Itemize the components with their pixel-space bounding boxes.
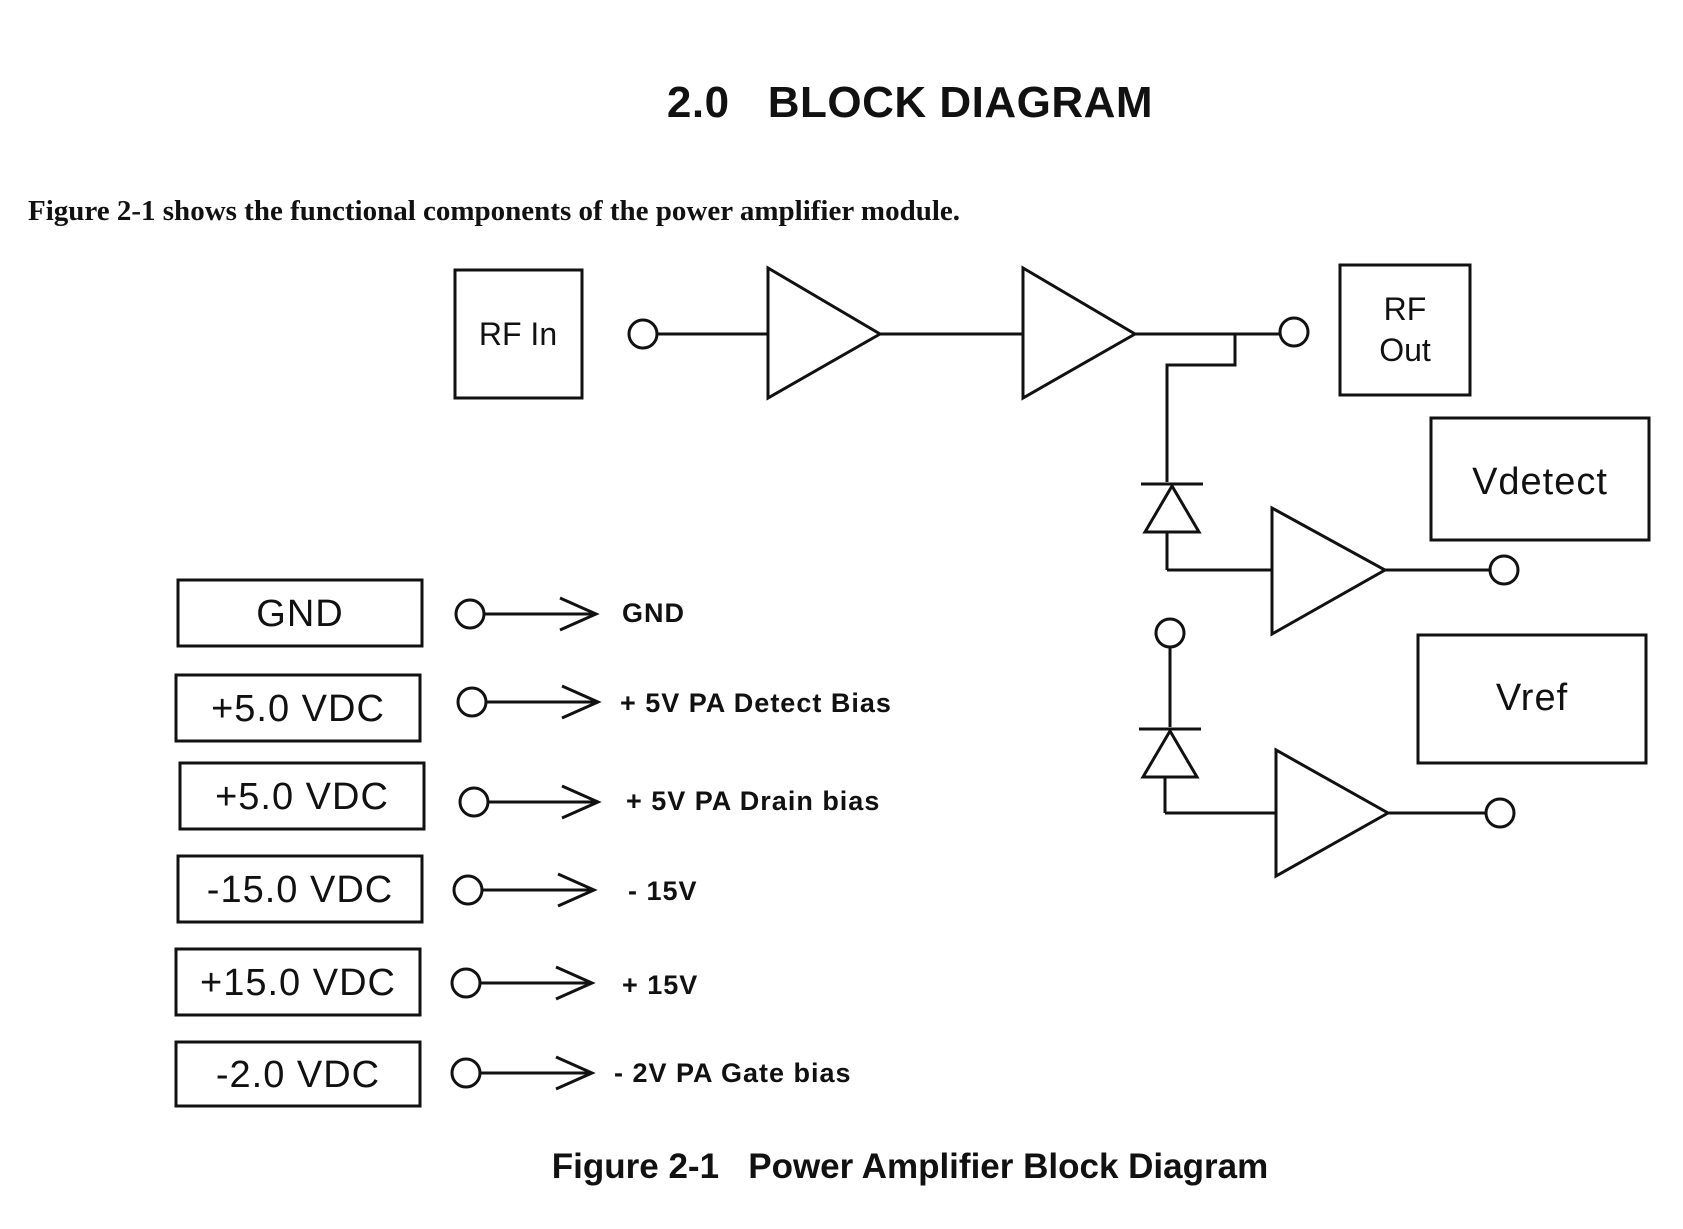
supply-terminal-icon xyxy=(450,1057,482,1089)
vdetect-block: Vdetect xyxy=(1429,416,1651,542)
rf-out-terminal-icon xyxy=(1278,316,1310,348)
vref-box xyxy=(1416,633,1648,765)
intro-paragraph: Figure 2-1 shows the functional componen… xyxy=(28,195,961,227)
supply-box-label: -2.0 VDC xyxy=(216,1054,380,1096)
reference-diode-icon xyxy=(1139,727,1201,813)
supply-terminal-icon xyxy=(452,874,484,906)
rf-in-terminal-icon xyxy=(627,318,659,350)
supply-box xyxy=(174,947,422,1017)
supply-row-minus15v: -15.0 VDC - 15V xyxy=(176,854,698,924)
arrow-right-icon xyxy=(561,684,602,720)
arrow-right-icon xyxy=(559,596,600,632)
supply-row-5v-detect: +5.0 VDC + 5V PA Detect Bias xyxy=(174,673,892,743)
supply-terminal-icon xyxy=(456,686,488,718)
supply-box xyxy=(176,578,424,648)
vdetect-label: Vdetect xyxy=(1472,461,1608,503)
vref-amplifier-icon xyxy=(1274,747,1392,879)
figure-caption: Figure 2-1 Power Amplifier Block Diagram xyxy=(551,1147,1269,1186)
rf-in-label: RF In xyxy=(479,316,557,352)
vref-label: Vref xyxy=(1496,677,1568,719)
supply-box xyxy=(174,673,422,743)
supply-box-label: +15.0 VDC xyxy=(200,962,396,1004)
amplifier-stage-2-icon xyxy=(1021,265,1138,401)
supply-row-plus15v: +15.0 VDC + 15V xyxy=(174,947,698,1017)
supply-signal-label: + 5V PA Detect Bias xyxy=(620,688,892,718)
supply-box-label: +5.0 VDC xyxy=(215,776,389,818)
supply-box-label: GND xyxy=(256,593,343,635)
supply-box xyxy=(176,854,424,924)
rf-out-label-line1: RF xyxy=(1384,291,1427,327)
amplifier-stage-1-icon xyxy=(766,265,883,401)
supply-signal-label: GND xyxy=(622,598,685,628)
supply-row-5v-drain: +5.0 VDC + 5V PA Drain bias xyxy=(178,761,880,831)
arrow-right-icon xyxy=(557,872,598,908)
supply-box-label: +5.0 VDC xyxy=(211,688,385,730)
coupler-tap-wire xyxy=(1165,334,1237,482)
arrow-right-icon xyxy=(555,965,596,1001)
rf-out-box xyxy=(1338,263,1472,397)
section-heading: 2.0 BLOCK DIAGRAM xyxy=(666,78,1154,127)
supply-row-gnd: GND GND xyxy=(176,578,685,648)
vref-bias-terminal-icon xyxy=(1154,617,1186,649)
rf-in-box xyxy=(453,268,584,400)
vref-block: Vref xyxy=(1416,633,1648,765)
supply-terminal-icon xyxy=(454,598,486,630)
vdetect-amplifier-icon xyxy=(1270,505,1389,637)
vdetect-terminal-icon xyxy=(1488,554,1520,586)
arrow-right-icon xyxy=(555,1055,596,1091)
vref-terminal-icon xyxy=(1484,797,1516,829)
supply-signal-label: + 5V PA Drain bias xyxy=(626,786,880,816)
supply-box xyxy=(178,761,426,831)
supply-signal-label: - 15V xyxy=(628,876,698,906)
rf-out-label-line2: Out xyxy=(1379,332,1431,368)
supply-terminal-icon xyxy=(450,967,482,999)
supply-signal-label: - 2V PA Gate bias xyxy=(614,1058,852,1088)
rf-in-block: RF In xyxy=(453,268,584,400)
rf-out-block: RF Out xyxy=(1338,263,1472,397)
detector-diode-icon xyxy=(1141,482,1203,570)
supply-signal-label: + 15V xyxy=(622,970,698,1000)
supply-box-label: -15.0 VDC xyxy=(207,869,393,911)
supply-row-minus2v: -2.0 VDC - 2V PA Gate bias xyxy=(174,1040,852,1108)
vdetect-box xyxy=(1429,416,1651,542)
supply-box xyxy=(174,1040,422,1108)
supply-terminal-icon xyxy=(458,786,490,818)
arrow-right-icon xyxy=(561,784,602,820)
